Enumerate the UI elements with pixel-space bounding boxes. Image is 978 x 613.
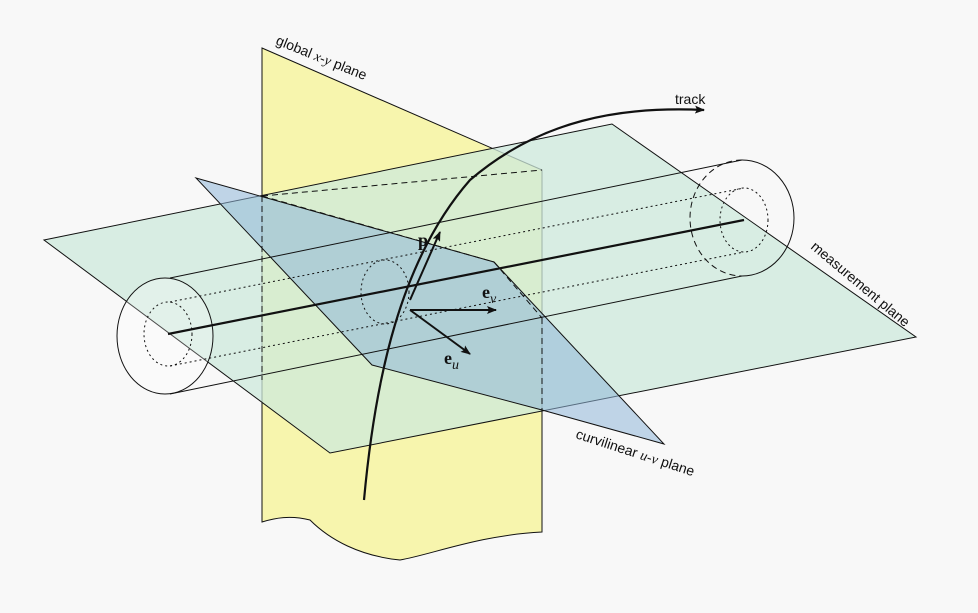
inner-cylinder [143,187,769,367]
ev-vector-label: ev [482,282,497,307]
outer-cylinder [116,159,795,395]
p-vector-arrow [409,231,441,301]
p-vector-label: p [418,230,428,250]
cylinder-axis [167,218,745,336]
eu-vector-label: eu [444,348,459,373]
track-curve [362,105,705,501]
hidden-edges [261,169,543,410]
eu-vector-arrow [409,309,471,355]
track-label: track [675,91,706,107]
